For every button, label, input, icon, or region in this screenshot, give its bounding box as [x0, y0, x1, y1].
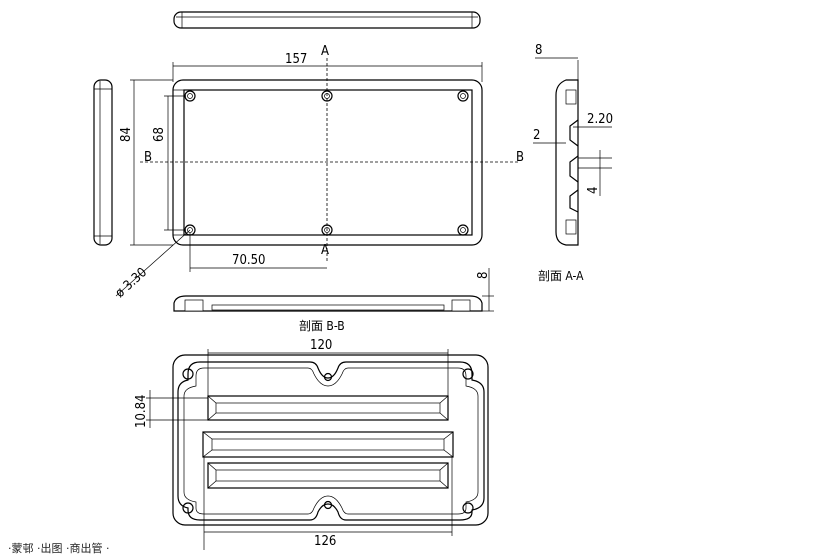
left-side-view: [93, 79, 113, 246]
svg-text:2: 2: [533, 128, 540, 143]
section-mark-b-right: B: [516, 150, 524, 165]
svg-text:70.50: 70.50: [232, 253, 265, 268]
dimension-126: 126: [203, 457, 453, 550]
section-mark-a-bottom: A: [321, 243, 329, 258]
dimension-120: 120: [207, 338, 449, 396]
dimension-68: 68: [152, 95, 186, 231]
dimension-157: 157: [172, 52, 483, 82]
svg-text:120: 120: [310, 338, 332, 353]
svg-text:84: 84: [119, 127, 134, 142]
svg-text:4: 4: [586, 187, 601, 194]
dimension-hole-diameter: ø 3.30: [113, 229, 191, 301]
mounting-holes: [184, 90, 469, 236]
slot-1: [207, 395, 449, 421]
svg-text:8: 8: [476, 272, 491, 279]
svg-text:2.20: 2.20: [587, 112, 613, 127]
footer-text: ·蒙邨 ·出图 ·商出管 ·: [8, 542, 110, 555]
section-b-b: 8 剖面 B-B: [173, 268, 494, 333]
dimension-10-84: 10.84: [134, 390, 208, 428]
slot-2: [202, 431, 454, 458]
svg-text:ø 3.30: ø 3.30: [113, 265, 150, 301]
svg-text:10.84: 10.84: [134, 395, 149, 428]
dimension-84: 84: [119, 79, 173, 246]
section-a-a: 8 2.20 2 4 剖面 A-A: [533, 43, 613, 283]
svg-text:126: 126: [314, 534, 336, 549]
top-side-view: [173, 11, 481, 29]
svg-text:8: 8: [535, 43, 542, 58]
dimension-70-50: 70.50: [189, 233, 327, 272]
section-mark-b-left: B: [144, 150, 152, 165]
svg-text:157: 157: [285, 52, 307, 67]
slot-3: [207, 462, 449, 489]
caption-section-aa: 剖面 A-A: [538, 269, 584, 283]
plan-view: [140, 58, 520, 262]
caption-section-bb: 剖面 B-B: [299, 319, 345, 333]
svg-text:68: 68: [152, 127, 167, 142]
bottom-view: [172, 354, 489, 526]
section-mark-a-top: A: [321, 44, 329, 59]
